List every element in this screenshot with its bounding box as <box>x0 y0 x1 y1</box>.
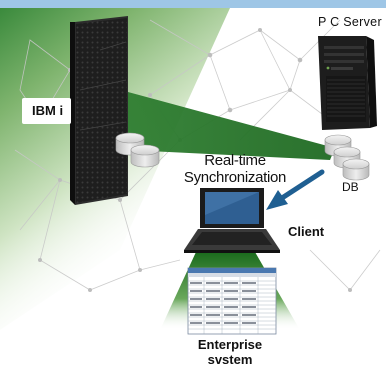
tower-server-icon <box>318 36 377 130</box>
client-label: Client <box>288 224 325 239</box>
realtime-sync-label: Real-time Synchronization <box>170 152 300 186</box>
database-icon <box>115 132 160 168</box>
enterprise-system-line2: svstem <box>207 352 253 367</box>
server-rack-icon <box>70 16 128 205</box>
ibm-i-label: IBM i <box>22 98 72 124</box>
enterprise-system-line1: Enterprise <box>197 337 263 352</box>
pc-server-label: P C Server <box>318 15 382 29</box>
arrow-icon <box>266 169 325 210</box>
realtime-sync-line1: Real-time <box>204 152 266 169</box>
realtime-sync-line2: Synchronization <box>183 169 287 186</box>
laptop-icon <box>184 188 280 253</box>
database-icon <box>324 134 370 181</box>
top-bar <box>0 0 386 8</box>
db-label: DB <box>342 180 359 194</box>
enterprise-system-label: Enterprise svstem <box>185 337 275 367</box>
spreadsheet-icon <box>187 267 277 335</box>
sync-beam <box>128 92 335 160</box>
